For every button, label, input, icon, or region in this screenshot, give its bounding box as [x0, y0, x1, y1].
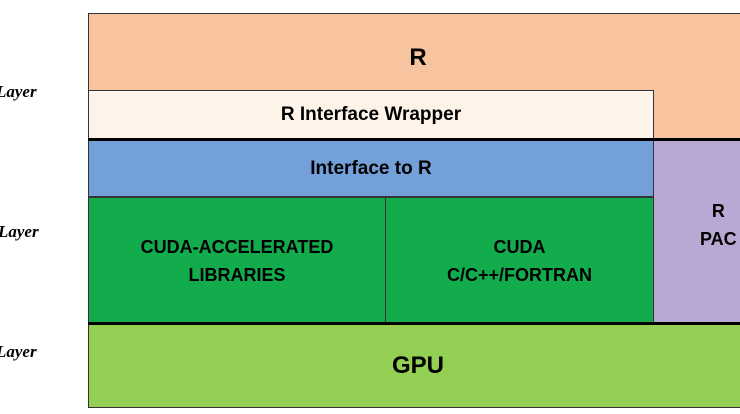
r-packages-label: R PAC: [700, 201, 737, 249]
gpu-label: GPU: [391, 352, 444, 379]
interface-to-r-block: Interface to R: [88, 140, 654, 197]
layer-divider-top: [88, 138, 740, 141]
gpu-block: GPU: [88, 324, 740, 408]
layer-divider-bottom: [88, 322, 740, 325]
r-packages-block: R PAC: [653, 140, 740, 324]
r-interface-wrapper-block: R Interface Wrapper: [88, 90, 654, 140]
r-block-label: R: [409, 44, 427, 71]
cuda-accelerated-libraries-block: CUDA-ACCELERATED LIBRARIES: [88, 197, 386, 324]
bottom-layer-label: Layer: [0, 342, 37, 361]
interface-to-r-label: Interface to R: [310, 157, 432, 179]
cuda-languages-label: CUDA C/C++/FORTRAN: [446, 236, 592, 285]
cuda-accelerated-libraries-label: CUDA-ACCELERATED LIBRARIES: [140, 236, 334, 285]
r-interface-wrapper-label: R Interface Wrapper: [280, 104, 462, 125]
cuda-languages-block: CUDA C/C++/FORTRAN: [385, 197, 654, 324]
top-layer-label: Layer: [0, 82, 37, 101]
middle-layer-label: Layer: [0, 222, 39, 241]
